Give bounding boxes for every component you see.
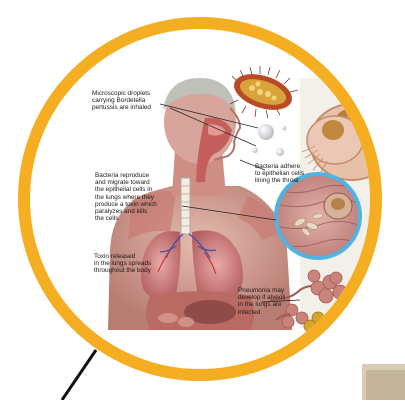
droplet [258,124,274,140]
magnifier-lens [276,174,360,258]
label-pneumonia: Pneumonia may develop if alveoli in the … [238,287,296,316]
label-toxin: Toxin released in the lungs spreads thro… [94,253,164,275]
label-bacteria-adhere: Bacteria adhere to epithelian cells lini… [255,163,315,185]
pointer-line [62,350,96,400]
label-bacteria-reproduce: Bacteria reproduce and migrate toward th… [95,172,181,222]
label-droplets: Microscopic droplets carrying Bordetella… [92,90,178,112]
